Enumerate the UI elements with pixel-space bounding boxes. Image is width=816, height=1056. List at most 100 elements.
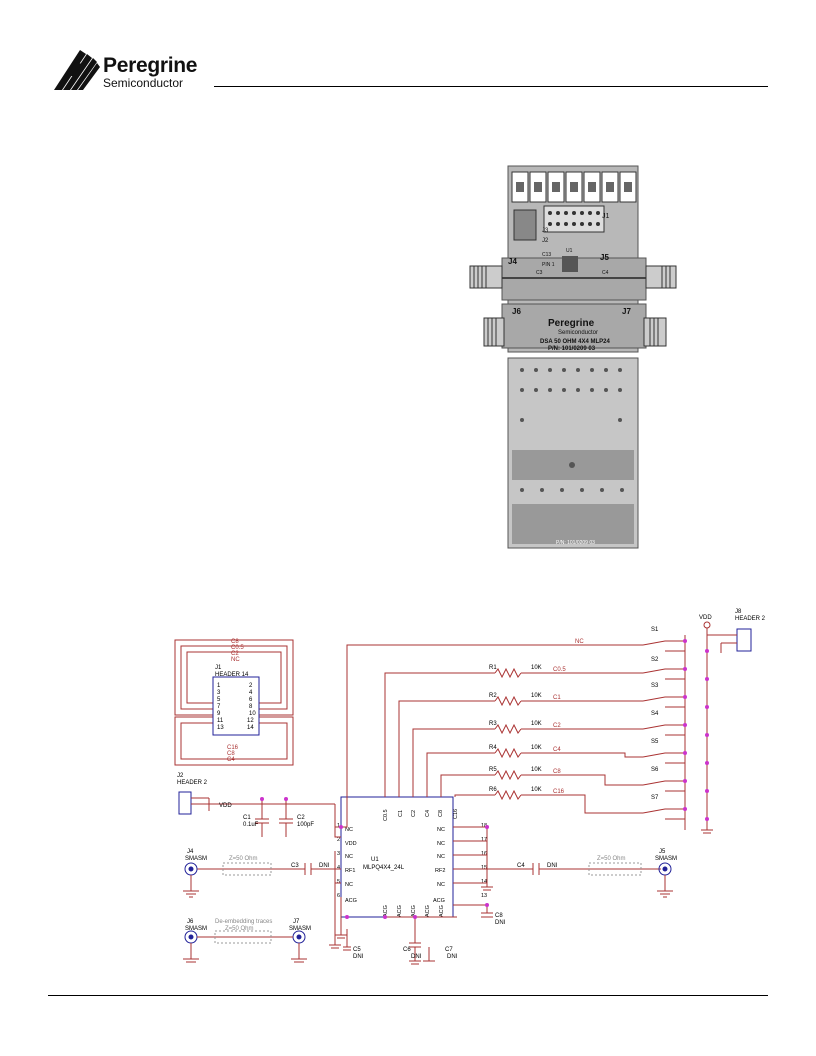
u1-rpin-2: NC	[437, 854, 445, 860]
u1-lpin-1: VDD	[345, 841, 357, 847]
c6-ref: C6	[403, 947, 411, 953]
u1-pnum-r3: 15	[481, 865, 487, 871]
u1-tpin-4: C8	[438, 810, 444, 817]
j1-net-bot-1: C8	[227, 751, 235, 757]
board-label-j4: J4	[508, 257, 517, 266]
s4-label: S4	[651, 711, 659, 717]
j5-type: SMASM	[655, 856, 677, 862]
c5-value: DNI	[353, 954, 364, 960]
u1-pnum-l0: 1	[337, 823, 340, 829]
c7-value: DNI	[447, 954, 458, 960]
j1-pin-l5: 11	[217, 718, 224, 724]
u1-tpin-1: C1	[398, 810, 404, 817]
j5-ref: J5	[659, 849, 666, 855]
u1-rpin-0: NC	[437, 827, 445, 833]
board-label-j6: J6	[512, 307, 521, 316]
j1-pin-r1: 4	[249, 690, 253, 696]
j1-pin-r2: 6	[249, 697, 253, 703]
c7-ref: C7	[445, 947, 453, 953]
j1-pin-l2: 5	[217, 697, 221, 703]
board-back-label: P/N: 101/0209 03	[556, 540, 595, 546]
u1-rpin-5: ACG	[433, 898, 445, 904]
j4-ref: J4	[187, 849, 194, 855]
board-brand-text: Peregrine	[548, 318, 595, 329]
u1-pnum-r2: 16	[481, 851, 487, 857]
j2-header2: J2 HEADER 2 VDD	[177, 773, 335, 815]
c1-ref: C1	[243, 815, 251, 821]
u1-pnum-l5: 6	[337, 893, 340, 899]
j1-pin-l0: 1	[217, 683, 221, 689]
u1-bpin-0: ACG	[383, 905, 389, 917]
j1-pin-l1: 3	[217, 690, 221, 696]
s5-label: S5	[651, 739, 659, 745]
j1-pin-l4: 9	[217, 711, 221, 717]
j2-net-vdd: VDD	[219, 803, 232, 809]
j7-ref: J7	[293, 919, 300, 925]
logo-brand-text: Peregrine	[103, 54, 198, 77]
thru-line1: De-embedding traces	[215, 919, 272, 925]
c4-value: DNI	[547, 863, 558, 869]
board-label-j5: J5	[600, 253, 609, 262]
footer-rule	[48, 995, 768, 996]
r6-value: 10K	[531, 787, 542, 793]
evaluation-board-image: Peregrine Semiconductor DSA 50 OHM 4X4 M…	[462, 160, 682, 555]
u1-pnum-r0: 18	[481, 823, 487, 829]
u1-lpin-0: NC	[345, 827, 353, 833]
j8-name: HEADER 2	[735, 616, 766, 622]
u1-bpin-2: ACG	[411, 905, 417, 917]
board-label-j3: J3	[542, 228, 549, 234]
j1-pin-r5: 12	[247, 718, 254, 724]
r3-value: 10K	[531, 721, 542, 727]
u1-lpin-4: NC	[345, 882, 353, 888]
tline-left-label: Z=50 Ohm	[229, 856, 258, 862]
header-rule	[214, 86, 768, 87]
u1-part: MLPQ4X4_24L	[363, 865, 405, 871]
j1-net-top-3: NC	[231, 657, 240, 663]
j1-net-bot-2: C4	[227, 757, 235, 763]
u1-lpin-3: RF1	[345, 868, 355, 874]
j1-header14: J1 HEADER 14 C8 C0.5 C2 NC C16 C8 C4 1 3…	[174, 639, 294, 766]
j2-name: HEADER 2	[177, 780, 208, 786]
j1-net-bot-0: C16	[227, 745, 239, 751]
u1-lpin-5: ACG	[345, 898, 357, 904]
schematic-diagram: J1 HEADER 14 C8 C0.5 C2 NC C16 C8 C4 1 3…	[165, 605, 770, 975]
u1-tpin-3: C4	[425, 810, 431, 817]
j1-pin-r4: 10	[249, 711, 256, 717]
j4-type: SMASM	[185, 856, 207, 862]
u1-pnum-l3: 4	[337, 865, 340, 871]
r5-net: C8	[553, 769, 561, 775]
board-label-j7: J7	[622, 307, 631, 316]
u1-pnum-r4: 14	[481, 879, 487, 885]
logo-sub-text: Semiconductor	[103, 76, 184, 90]
r6-ref: R6	[489, 787, 497, 793]
r1-net: C0.5	[553, 667, 566, 673]
u1-bpin-3: ACG	[425, 905, 431, 917]
r2-net: C1	[553, 695, 561, 701]
j6-type: SMASM	[185, 926, 207, 932]
j1-net-top-2: C2	[231, 651, 239, 657]
nc-net-label: NC	[575, 639, 584, 645]
r2-ref: R2	[489, 693, 497, 699]
s6-label: S6	[651, 767, 659, 773]
u1-rpin-4: NC	[437, 882, 445, 888]
board-label-c4: C4	[602, 270, 609, 276]
r4-ref: R4	[489, 745, 497, 751]
j1-net-top-0: C8	[231, 639, 239, 645]
j2-ref: J2	[177, 773, 184, 779]
board-label-c3: C3	[536, 270, 543, 276]
tline-right-label: Z=50 Ohm	[597, 856, 626, 862]
s3-label: S3	[651, 683, 659, 689]
j1-net-top-1: C0.5	[231, 645, 244, 651]
c5-ref: C5	[353, 947, 361, 953]
j7-type: SMASM	[289, 926, 311, 932]
j1-pin-l6: 13	[217, 725, 224, 731]
vdd-label: VDD	[699, 615, 712, 621]
j1-ref: J1	[215, 665, 222, 671]
board-label-c13: C13	[542, 252, 551, 258]
u1-pnum-l2: 3	[337, 851, 340, 857]
r4-value: 10K	[531, 745, 542, 751]
board-label-u1: U1	[566, 248, 573, 254]
r1-ref: R1	[489, 665, 497, 671]
board-title-line1: DSA 50 OHM 4X4 MLP24	[540, 339, 610, 345]
j1-pin-r0: 2	[249, 683, 253, 689]
